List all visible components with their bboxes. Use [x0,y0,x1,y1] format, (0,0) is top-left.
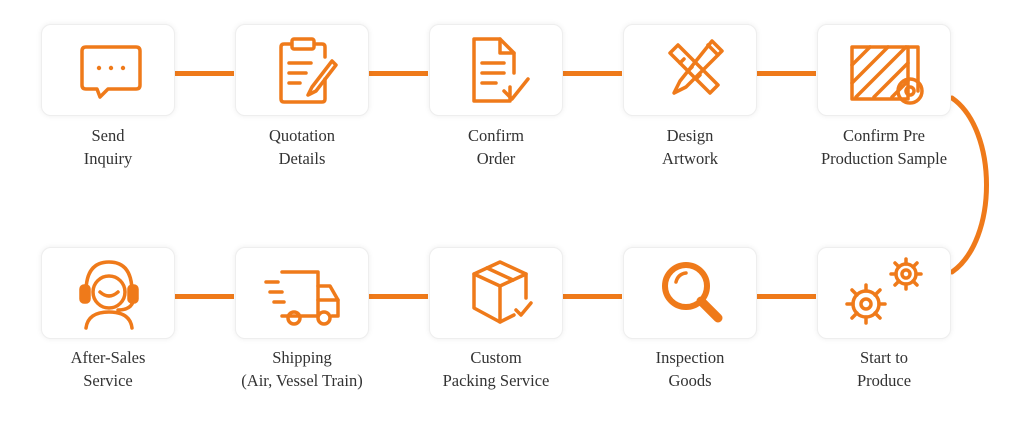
step-label-line: Produce [856,371,912,390]
package-check-icon [472,260,533,324]
headset-agent-icon [79,260,139,330]
curved-connector [949,95,989,275]
connector-line [563,71,622,76]
connector-line [757,294,816,299]
connector-line [175,294,234,299]
step-label-line: Inquiry [83,149,133,168]
clipboard-edit-icon [279,37,338,104]
step-label-line: Production Sample [820,149,948,168]
step-card-design-artwork [623,24,757,116]
step-label-line: Order [476,149,516,168]
step-label-line: (Air, Vessel Train) [241,371,363,390]
step-label-line: Confirm [468,126,524,145]
step-label: Confirm Order [401,124,591,170]
step-card-start-to-produce [817,247,951,339]
magnifier-icon [662,262,723,323]
step-label-line: Inspection [655,348,725,367]
step-label-line: Goods [668,371,712,390]
step-label: Shipping (Air, Vessel Train) [207,346,397,392]
step-card-send-inquiry [41,24,175,116]
step-label: Design Artwork [595,124,785,170]
step-label-line: Quotation [269,126,335,145]
step-label: Custom Packing Service [401,346,591,392]
step-label-line: Confirm Pre [842,126,926,145]
step-label-line: Details [278,149,326,168]
step-label-line: After-Sales [70,348,146,367]
fabric-roll-icon [850,45,924,105]
step-label: Quotation Details [207,124,397,170]
step-card-inspection-goods [623,247,757,339]
step-label: Confirm Pre Production Sample [789,124,979,170]
step-card-quotation-details [235,24,369,116]
ruler-pencil-icon [668,39,724,95]
chat-bubble-icon [80,45,142,99]
step-label-line: Service [83,371,133,390]
step-card-after-sales-service [41,247,175,339]
step-label-line: Shipping [272,348,332,367]
step-label-line: Custom [470,348,522,367]
connector-line [757,71,816,76]
step-label-line: Start to [859,348,909,367]
step-card-confirm-order [429,24,563,116]
delivery-truck-icon [264,270,340,326]
step-label: Start to Produce [789,346,979,392]
connector-line [369,71,428,76]
document-check-icon [472,37,530,103]
step-card-shipping [235,247,369,339]
connector-line [563,294,622,299]
connector-line [175,71,234,76]
connector-line [369,294,428,299]
step-label-line: Design [666,126,714,145]
step-label-line: Send [91,126,125,145]
step-label-line: Artwork [662,149,718,168]
gears-icon [845,257,923,325]
step-card-custom-packing [429,247,563,339]
step-label: Send Inquiry [13,124,203,170]
step-card-pre-production-sample [817,24,951,116]
step-label: After-Sales Service [13,346,203,392]
step-label: Inspection Goods [595,346,785,392]
step-label-line: Packing Service [442,371,550,390]
